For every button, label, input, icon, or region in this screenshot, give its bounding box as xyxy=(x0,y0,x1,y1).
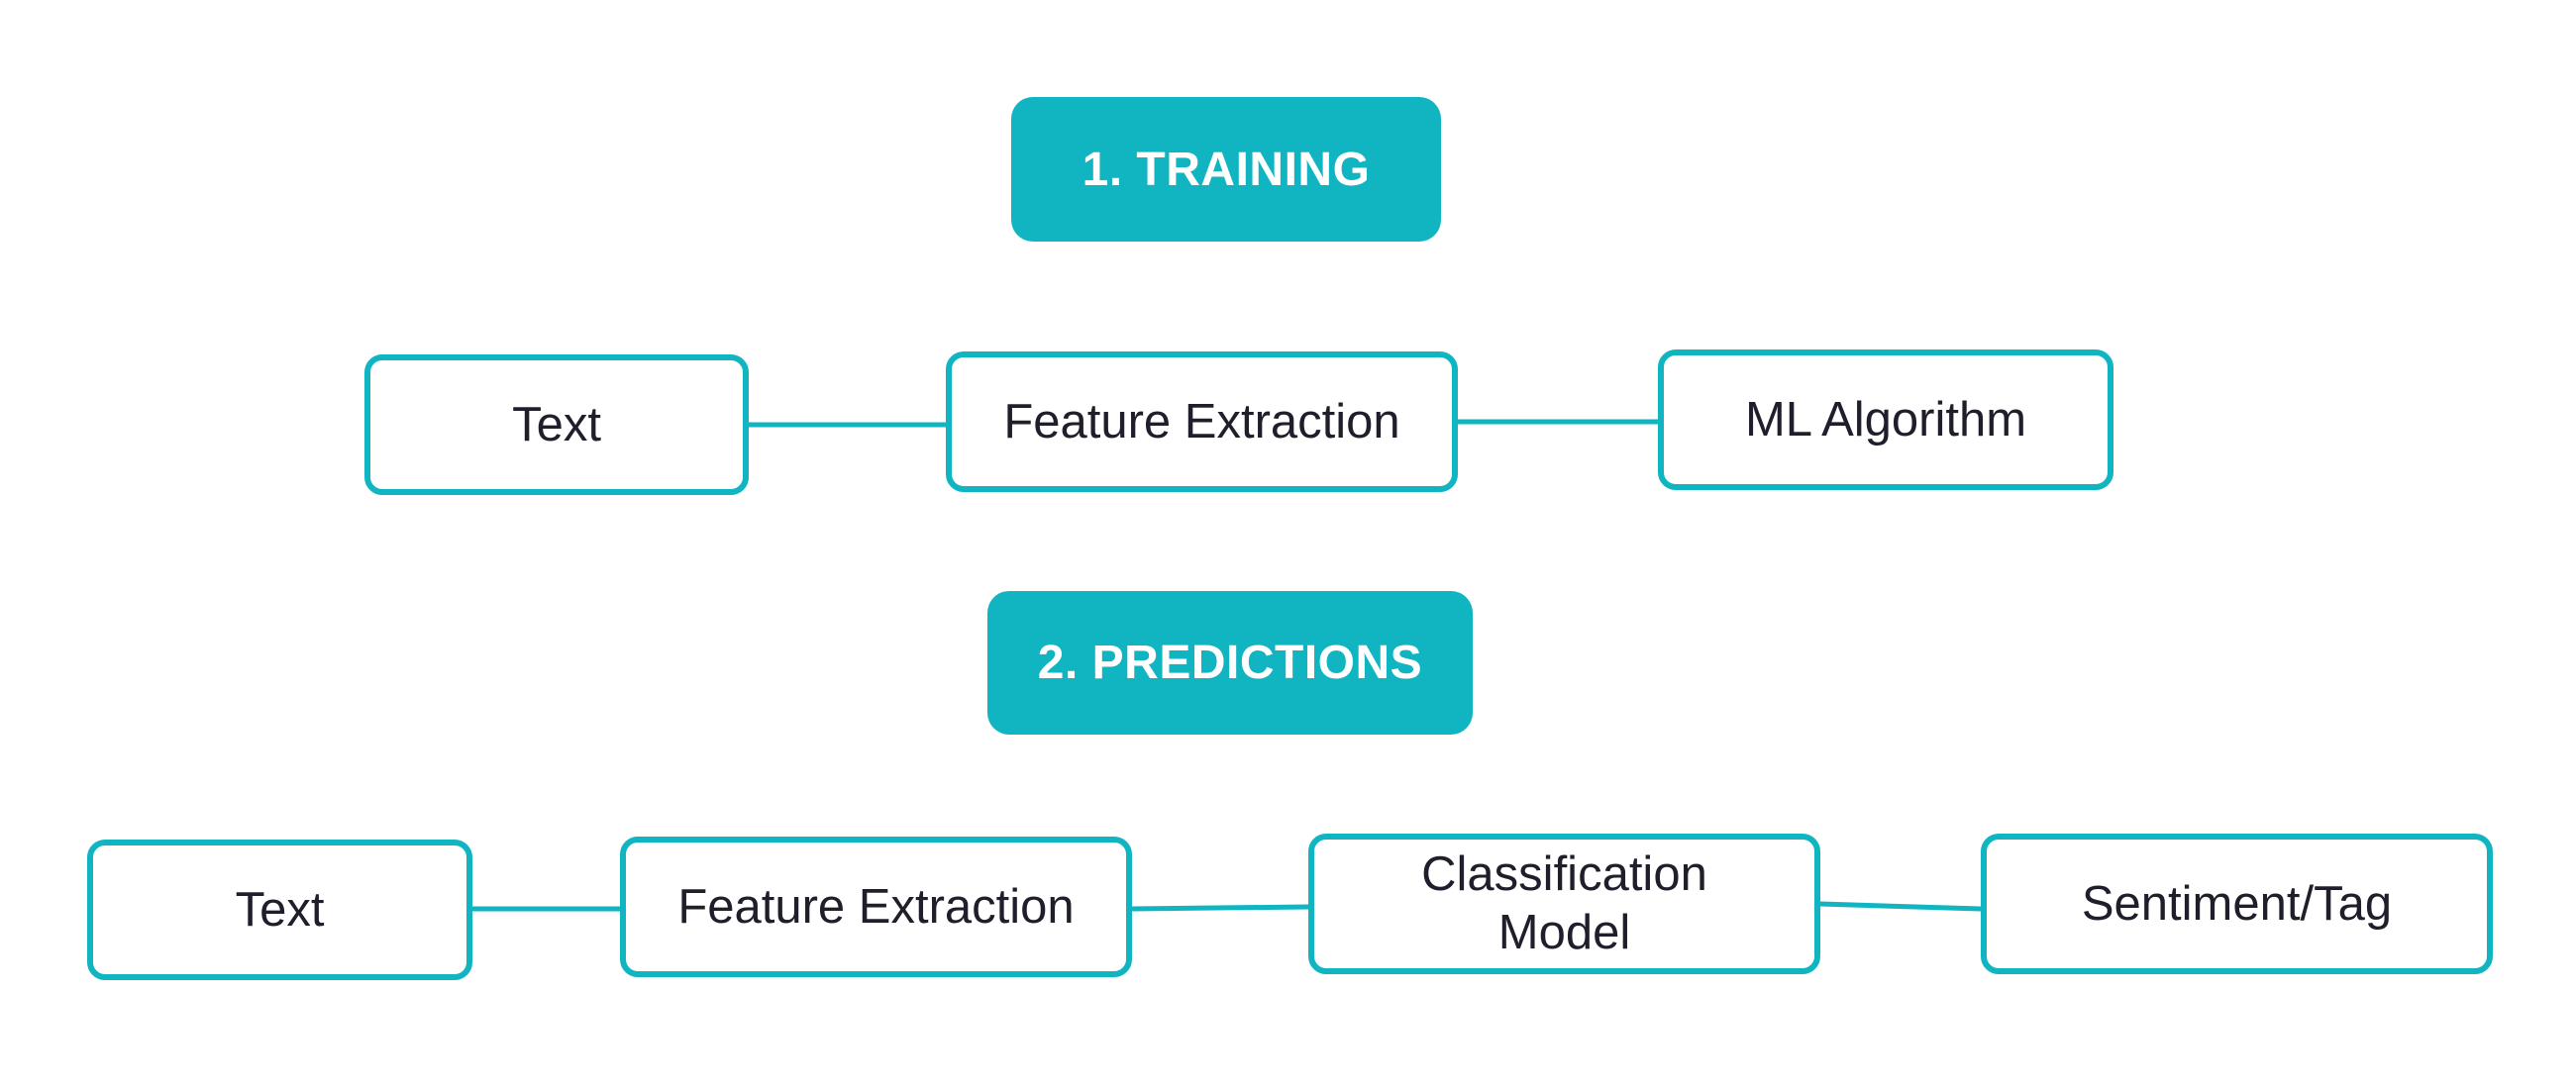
training-step-feature-extraction-label: Feature Extraction xyxy=(1003,394,1400,448)
training-header: 1. TRAINING xyxy=(1011,97,1441,242)
training-header-label: 1. TRAINING xyxy=(1082,143,1371,196)
predictions-step-feature-extraction: Feature Extraction xyxy=(620,837,1132,977)
predictions-step-sentiment-tag-label: Sentiment/Tag xyxy=(2081,876,2393,931)
predictions-step-classification-model: Classification Model xyxy=(1308,834,1820,974)
training-step-ml-algorithm-label: ML Algorithm xyxy=(1744,392,2027,447)
training-step-feature-extraction: Feature Extraction xyxy=(946,351,1458,492)
predictions-step-sentiment-tag: Sentiment/Tag xyxy=(1981,834,2493,974)
predictions-step-feature-extraction-label: Feature Extraction xyxy=(677,879,1075,934)
predictions-header-label: 2. PREDICTIONS xyxy=(1037,637,1423,689)
training-step-ml-algorithm: ML Algorithm xyxy=(1658,349,2113,490)
predictions-header: 2. PREDICTIONS xyxy=(987,591,1473,735)
training-step-text-label: Text xyxy=(512,397,601,451)
predictions-step-text-label: Text xyxy=(235,882,325,937)
training-step-text: Text xyxy=(364,354,749,495)
predictions-step-text: Text xyxy=(87,840,472,980)
predictions-step-classification-model-label: Classification Model xyxy=(1421,847,1707,959)
connector-predictions-classification-to-sentiment xyxy=(1817,901,1984,912)
connector-predictions-feature-to-classification xyxy=(1129,904,1311,912)
